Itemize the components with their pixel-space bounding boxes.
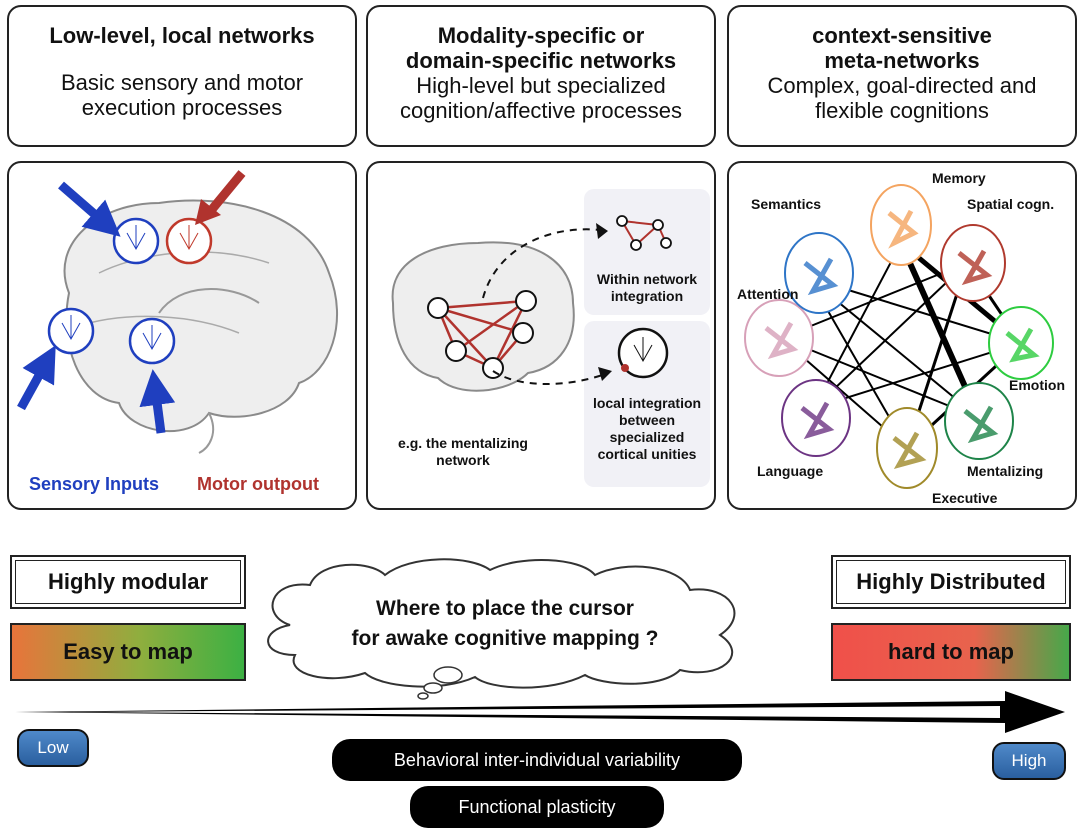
example-network-label: e.g. the mentalizing network bbox=[398, 435, 528, 468]
plasticity-pill: Functional plasticity bbox=[410, 786, 664, 828]
variability-pill: Behavioral inter-individual variability bbox=[332, 739, 742, 781]
brain-illustration-domain bbox=[391, 189, 710, 487]
local-integration-label: local integration between specialized co… bbox=[592, 395, 702, 462]
highly-distributed-box: Highly Distributed bbox=[831, 555, 1071, 609]
highly-distributed-label: Highly Distributed bbox=[836, 560, 1066, 604]
gradient-arrow bbox=[15, 691, 1065, 733]
cloud-question: Where to place the cursor for awake cogn… bbox=[310, 594, 700, 654]
low-label: Low bbox=[17, 729, 89, 767]
header-subtitle-meta: Complex, goal-directed and flexible cogn… bbox=[767, 73, 1037, 123]
high-label: High bbox=[992, 742, 1066, 780]
header-title-meta: context-sensitive meta-networks bbox=[812, 23, 992, 73]
easy-to-map-bar: Easy to map bbox=[10, 623, 246, 681]
executive-label: Executive bbox=[932, 490, 998, 506]
cloud-line-2: for awake cognitive mapping ? bbox=[351, 627, 659, 650]
hard-to-map-bar: hard to map bbox=[831, 623, 1071, 681]
panel-local-networks: Sensory Inputs Motor outpout bbox=[7, 161, 357, 510]
spatial-cognition-label: Spatial cogn. bbox=[967, 196, 1055, 212]
header-box-meta: context-sensitive meta-networks Complex,… bbox=[727, 5, 1077, 147]
panel-domain-networks: Within network integration local integra… bbox=[366, 161, 716, 510]
emotion-label: Emotion bbox=[1009, 377, 1065, 393]
attention-label: Attention bbox=[737, 286, 799, 302]
thought-cloud bbox=[267, 558, 736, 700]
sensory-node-circle bbox=[47, 217, 176, 365]
panel-meta-networks: Memory Spatial cogn. Emotion Mentalizing… bbox=[727, 161, 1077, 510]
highly-modular-box: Highly modular bbox=[10, 555, 246, 609]
sensory-arrows bbox=[17, 181, 176, 434]
header-title-specific: Modality-specific or domain-specific net… bbox=[405, 23, 677, 73]
header-subtitle-specific: High-level but specialized cognition/aff… bbox=[399, 73, 683, 123]
header-box-local: Low-level, local networks Basic sensory … bbox=[7, 5, 357, 147]
motor-output-label: Motor outpout bbox=[197, 474, 319, 494]
within-network-label: Within network integration bbox=[596, 271, 698, 304]
highly-modular-label: Highly modular bbox=[15, 560, 241, 604]
semantics-label: Semantics bbox=[751, 196, 822, 212]
motor-node-circle bbox=[165, 217, 213, 265]
meta-network-graph bbox=[744, 184, 1054, 489]
header-box-specific: Modality-specific or domain-specific net… bbox=[366, 5, 716, 147]
cloud-line-1: Where to place the cursor bbox=[376, 597, 634, 620]
header-subtitle-local: Basic sensory and motor execution proces… bbox=[60, 70, 304, 120]
motor-arrow bbox=[195, 170, 246, 225]
header-title-local: Low-level, local networks bbox=[49, 23, 315, 48]
brain-illustration-local bbox=[17, 170, 338, 454]
memory-label: Memory bbox=[932, 170, 986, 186]
language-label: Language bbox=[757, 463, 824, 479]
mentalizing-label: Mentalizing bbox=[967, 463, 1044, 479]
sensory-inputs-label: Sensory Inputs bbox=[29, 474, 160, 494]
